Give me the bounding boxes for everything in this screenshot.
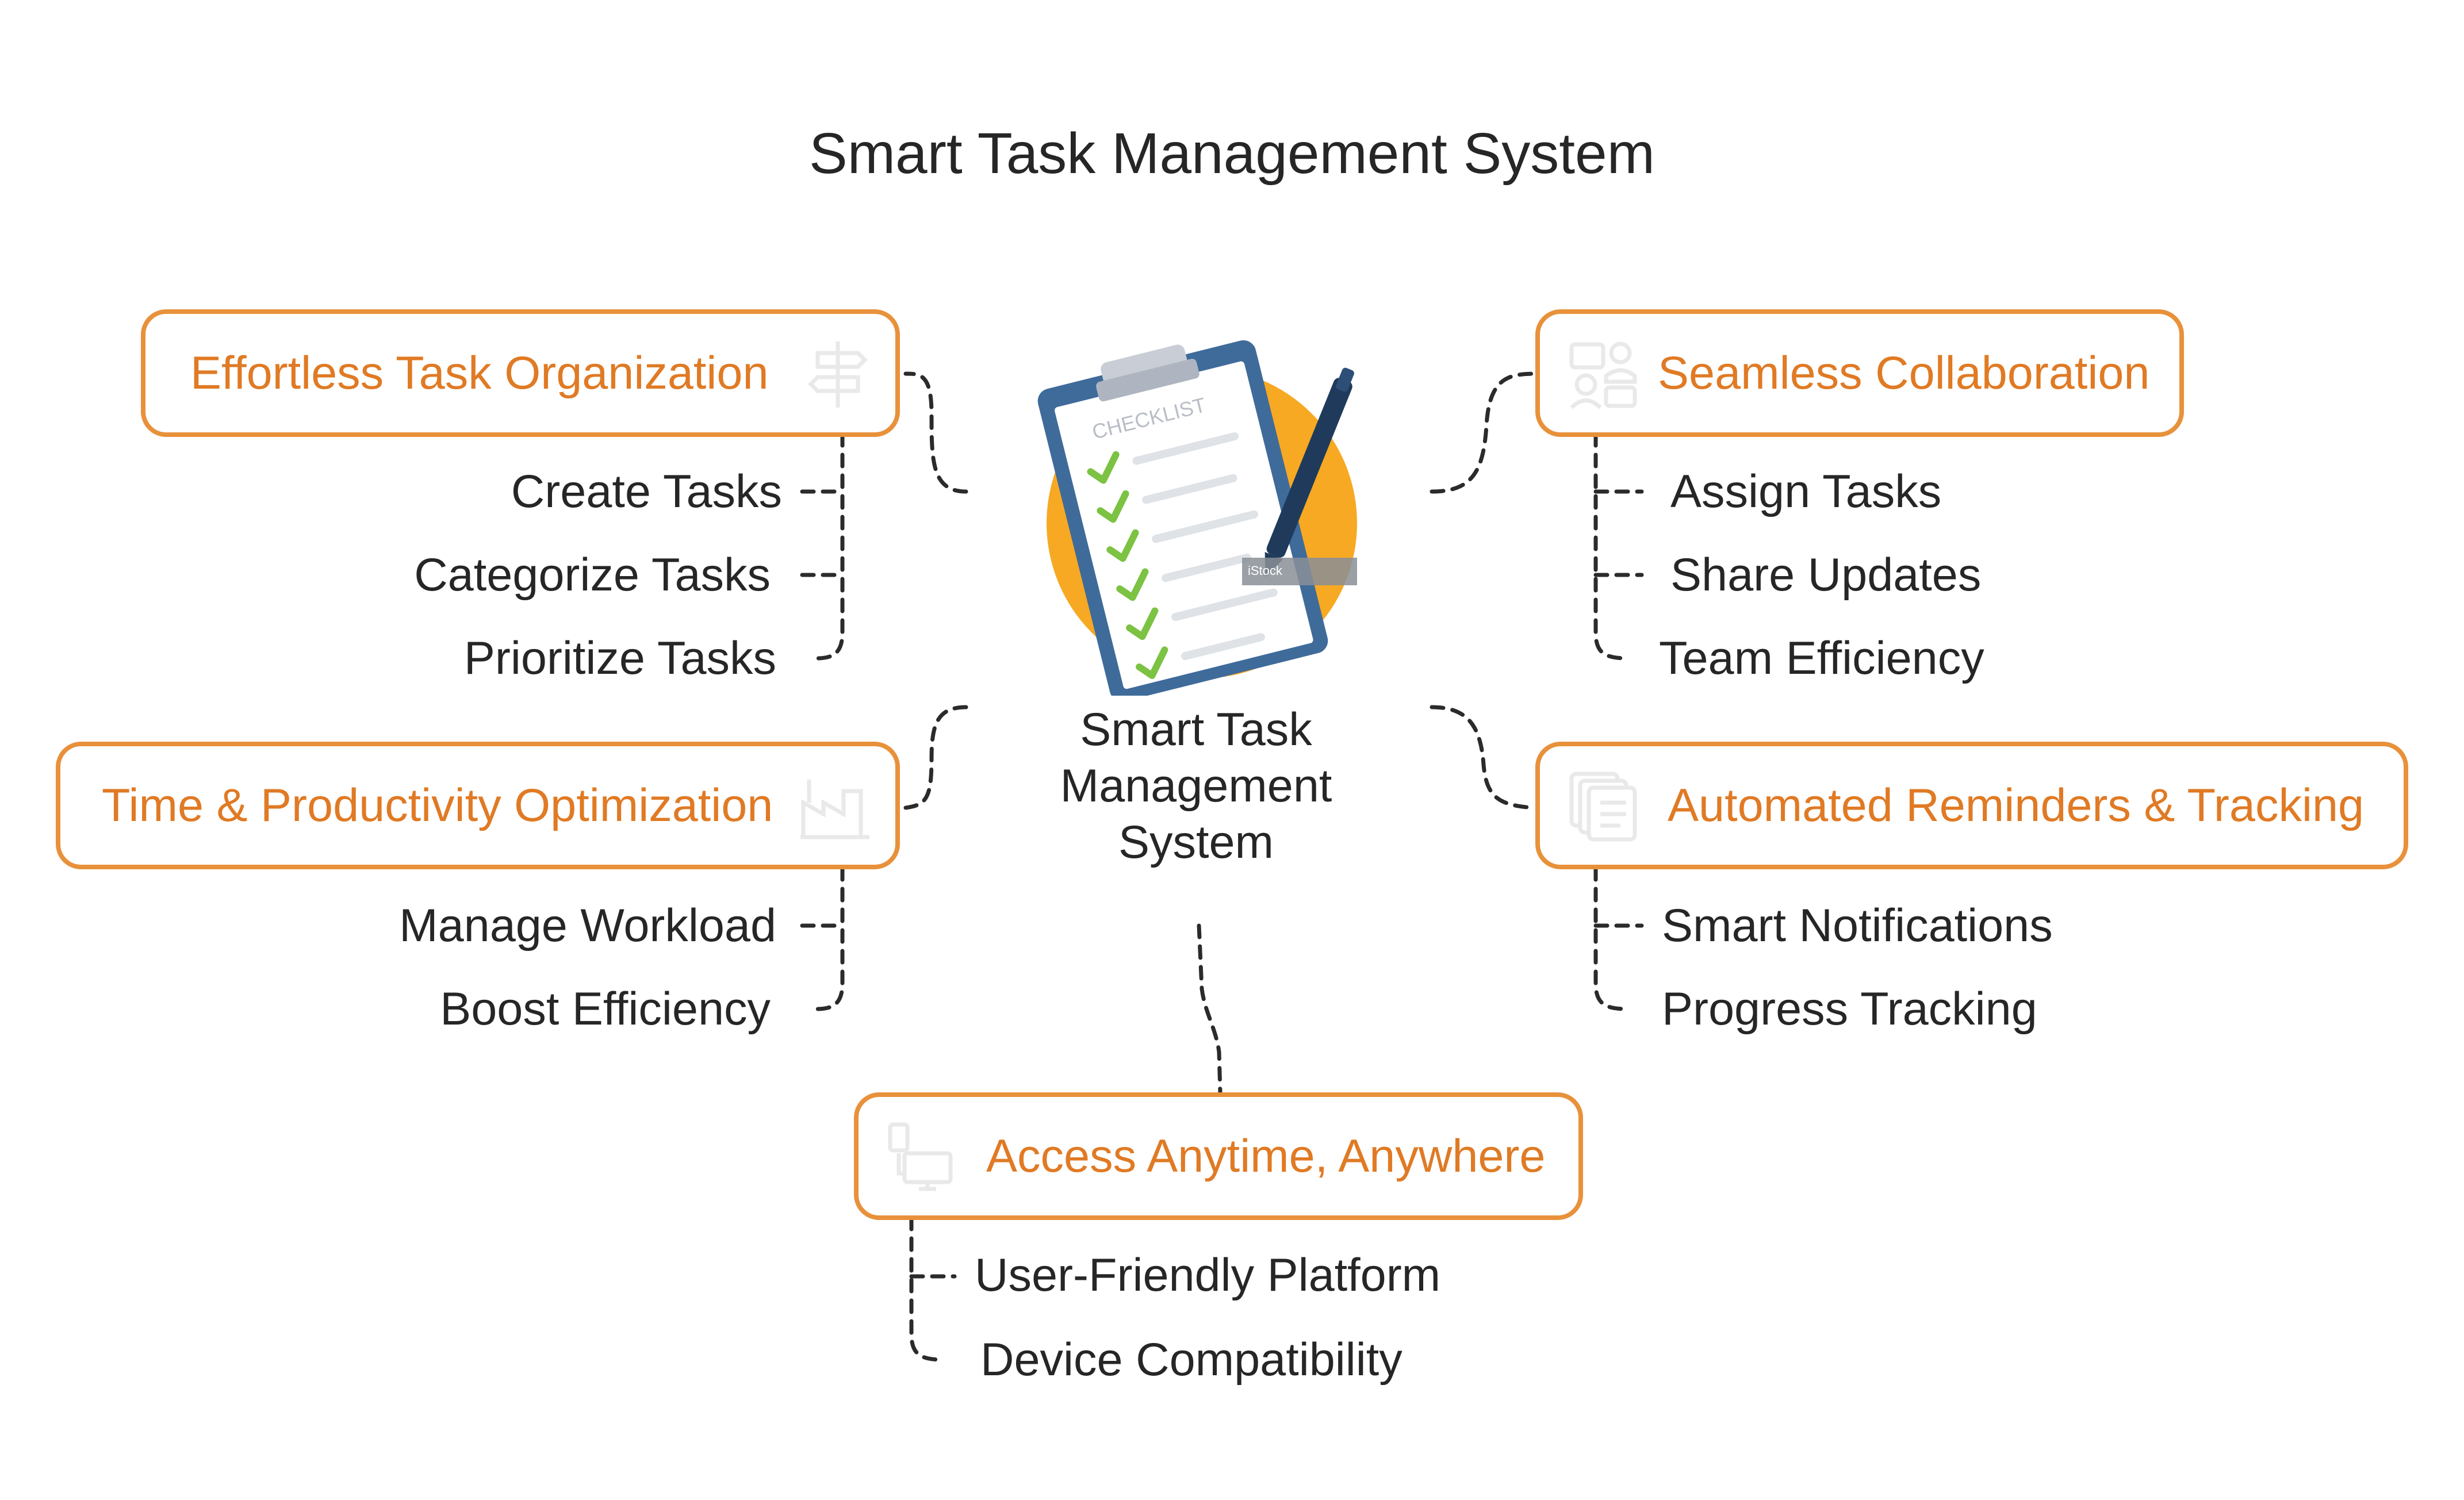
devices-icon [888,1122,953,1191]
item-share-updates: Share Updates [1670,549,1982,601]
connector-center-to-productivity [903,705,968,810]
item-progress-tracking: Progress Tracking [1662,983,2037,1035]
item-categorize-tasks: Categorize Tasks [414,549,771,601]
box-label: Access Anytime, Anywhere [986,1130,1546,1182]
box-label: Effortless Task Organization [190,347,769,399]
item-user-friendly-platform: User-Friendly Platform [975,1249,1441,1301]
checklist-lines [1132,432,1278,661]
diagram-title: Smart Task Management System [809,121,1655,186]
item-boost-efficiency: Boost Efficiency [440,983,771,1035]
checklist-illustration: CHECKLIST iStock [1037,340,1357,696]
factory-icon [800,780,869,839]
box-label: Automated Reminders & Tracking [1668,779,2365,831]
box-effortless-task-organization: Effortless Task Organization [141,309,900,437]
box-seamless-collaboration: Seamless Collaboration [1535,309,2184,437]
item-create-tasks: Create Tasks [511,466,782,517]
item-device-compatibility: Device Compatibility [980,1334,1402,1386]
box-label: Time & Productivity Optimization [102,779,773,831]
box-label: Seamless Collaboration [1658,347,2150,399]
connector-center-to-collaboration [1430,371,1538,494]
stacked-checklist-icon [1569,772,1637,842]
connector-center-to-access [1197,923,1223,1095]
connector-productivity-list [814,866,845,1011]
item-team-efficiency: Team Efficiency [1659,632,1984,684]
check-marks [1087,451,1168,680]
item-manage-workload: Manage Workload [399,900,776,952]
team-chat-icon [1569,342,1637,409]
connector-organization-list [814,432,845,661]
item-prioritize-tasks: Prioritize Tasks [463,632,776,684]
signpost-icon [808,342,868,408]
connector-access-list [909,1215,945,1362]
connector-center-to-organization [903,371,968,494]
box-time-productivity-optimization: Time & Productivity Optimization [56,742,900,869]
item-smart-notifications: Smart Notifications [1662,900,2053,952]
connector-reminders-list [1593,866,1630,1011]
box-access-anytime-anywhere: Access Anytime, Anywhere [854,1092,1583,1220]
watermark-text: iStock [1248,563,1283,578]
item-assign-tasks: Assign Tasks [1670,466,1942,517]
box-automated-reminders-tracking: Automated Reminders & Tracking [1535,742,2408,869]
connector-center-to-reminders [1430,705,1535,810]
center-label: Smart Task Management System [1060,704,1332,868]
connector-collaboration-list [1593,432,1630,661]
